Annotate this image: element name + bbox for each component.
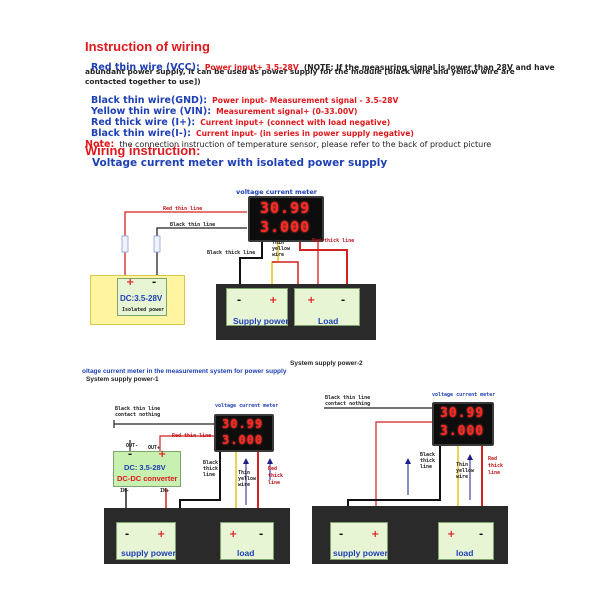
minus-sign: - xyxy=(128,449,133,460)
supply-power-label: supply power xyxy=(333,548,388,558)
dc-converter-label: DC-DC converter xyxy=(117,474,178,483)
isolated-power-box: + - xyxy=(117,277,167,316)
measurement-system-caption: oltage current meter in the measurement … xyxy=(82,368,287,375)
wire-row-2: Black thin wire(GND): Power input- Measu… xyxy=(91,88,398,107)
wire-row-3: Yellow thin wire (VIN): Measurement sign… xyxy=(91,99,357,118)
meter-title-2: voltage current meter xyxy=(215,403,279,409)
plus-sign: + xyxy=(158,449,167,460)
dc-voltage-label: DC:3.5-28V xyxy=(120,294,163,303)
voltage-readout: 30.99 xyxy=(440,406,485,421)
note-label: Note: xyxy=(85,139,115,150)
wire-label: Yellow thin wire (VIN): xyxy=(91,106,211,117)
voltage-current-meter: 30.99 3.000 xyxy=(432,402,494,446)
thin-yellow-label: Thin yellow wire xyxy=(238,470,257,488)
dc-voltage-label: DC: 3.5-28V xyxy=(124,463,166,472)
plus-sign: + xyxy=(126,277,135,288)
black-thick-label: Black thick line xyxy=(207,250,256,256)
plus-sign: + xyxy=(371,529,380,540)
voltage-readout: 30.99 xyxy=(260,199,311,217)
red-thick-label: Red thick line xyxy=(268,466,284,486)
wire-label: Red thick wire (I+): xyxy=(91,117,196,128)
plus-sign: + xyxy=(229,529,238,540)
minus-sign: - xyxy=(237,295,242,306)
voltage-current-meter: 30.99 3.000 xyxy=(214,414,274,452)
thin-yellow-label: Thin yellow wire xyxy=(272,240,291,258)
black-thin-label: Black thin line xyxy=(170,222,216,228)
minus-sign: - xyxy=(339,529,344,540)
wire-desc: Current input+ (connect with load negati… xyxy=(200,118,391,127)
out-plus-label: OUT+ xyxy=(148,445,161,451)
wire-note: (NOTE: If the measuring signal is lower … xyxy=(303,63,555,72)
load-box: + - xyxy=(220,522,274,560)
wire-label: Black thin wire(I-): xyxy=(91,128,191,139)
load-box: + - xyxy=(438,522,494,560)
plus-sign: + xyxy=(447,529,456,540)
supply-power-label: supply power xyxy=(121,548,176,558)
meter-title-1: voltage current meter xyxy=(236,188,317,196)
supply-power-label: Supply power xyxy=(233,316,289,326)
wire-desc: Power input- Measurement signal - 3.5-28… xyxy=(212,96,399,105)
note-continuation: abundant power supply, it can be used as… xyxy=(85,67,515,86)
in-plus-label: IN+ xyxy=(160,488,170,494)
minus-sign: - xyxy=(152,277,157,288)
system-power-1-caption: System supply power-1 xyxy=(86,376,159,383)
wire-desc: Measurement signal+ (0-33.00V) xyxy=(216,107,358,116)
wire-row-1: Red thin wire (VCC): Power input+ 3.5-28… xyxy=(91,55,555,74)
voltage-current-meter: 30.99 3.000 xyxy=(248,196,324,242)
load-label: load xyxy=(456,548,474,558)
black-thin-label: Black thin line contact nothing xyxy=(115,406,161,418)
red-thin-label: Red thin line xyxy=(172,433,212,439)
heading-wiring: Instruction of wiring xyxy=(85,39,210,54)
note-text: the connection instruction of temperatur… xyxy=(119,140,492,149)
meter-title-3: voltage current meter xyxy=(432,392,496,398)
heading-instruction: Wiring instruction: xyxy=(85,143,201,158)
voltage-readout: 30.99 xyxy=(222,417,264,431)
minus-sign: - xyxy=(125,529,130,540)
black-thin-label: Black thin line contact nothing xyxy=(325,395,371,407)
thin-yellow-label: Thin yellow wire xyxy=(456,462,475,480)
supply-power-box: - + xyxy=(330,522,388,560)
in-minus-label: IN- xyxy=(120,488,130,494)
red-thick-label: Red thick line xyxy=(312,238,355,244)
plus-sign: + xyxy=(269,295,278,306)
supply-power-box: - + xyxy=(226,288,288,326)
system-power-2-caption: System supply power-2 xyxy=(290,360,363,367)
minus-sign: - xyxy=(479,529,484,540)
isolated-label: Isolated power xyxy=(122,307,165,313)
load-label: load xyxy=(237,548,255,558)
plus-sign: + xyxy=(157,529,166,540)
dc-dc-converter-box: - + xyxy=(113,449,181,487)
current-readout: 3.000 xyxy=(260,218,311,236)
wire-label: Black thin wire(GND): xyxy=(91,95,208,106)
current-readout: 3.000 xyxy=(440,424,485,439)
wire-desc: Current input- (in series in power suppl… xyxy=(196,129,414,138)
wire-row-4: Red thick wire (I+): Current input+ (con… xyxy=(91,110,390,129)
note-row: Note: the connection instruction of temp… xyxy=(85,132,491,151)
wire-desc: Power input+ 3.5-28V xyxy=(204,63,299,72)
out-minus-label: OUT- xyxy=(126,443,139,449)
black-thick-label: Black thick line xyxy=(420,452,436,470)
red-thin-label: Red thin line xyxy=(163,206,203,212)
wire-row-5: Black thin wire(I-): Current input- (in … xyxy=(91,121,414,140)
black-thick-label: Black thick line xyxy=(203,460,219,478)
plus-sign: + xyxy=(307,295,316,306)
supply-power-box: - + xyxy=(116,522,176,560)
wire-label: Red thin wire (VCC): xyxy=(91,62,200,73)
subheading: Voltage current meter with isolated powe… xyxy=(92,157,388,169)
current-readout: 3.000 xyxy=(222,433,264,447)
load-label: Load xyxy=(318,316,339,326)
minus-sign: - xyxy=(259,529,264,540)
load-box: + - xyxy=(294,288,360,326)
minus-sign: - xyxy=(341,295,346,306)
red-thick-label: Red thick line xyxy=(488,456,504,476)
